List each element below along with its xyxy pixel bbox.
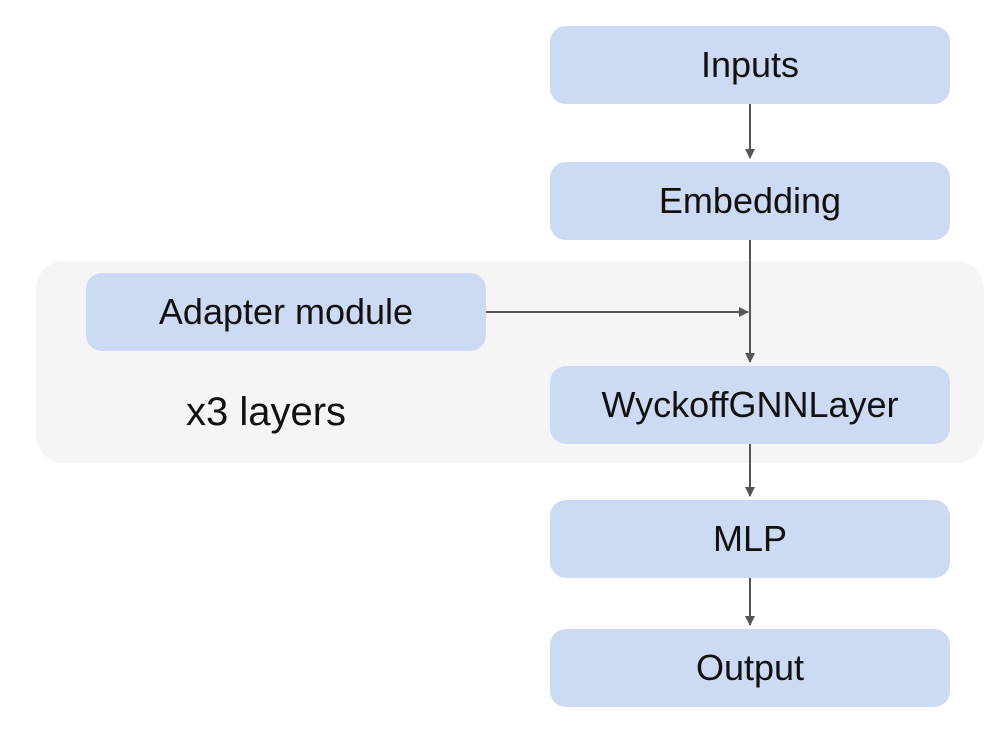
node-embedding: Embedding xyxy=(550,162,950,240)
node-mlp: MLP xyxy=(550,500,950,578)
node-output: Output xyxy=(550,629,950,707)
node-adapter-module: Adapter module xyxy=(86,273,486,351)
node-inputs: Inputs xyxy=(550,26,950,104)
node-wyckoff-gnn-layer: WyckoffGNNLayer xyxy=(550,366,950,444)
group-repeat-label: x3 layers xyxy=(186,390,347,434)
